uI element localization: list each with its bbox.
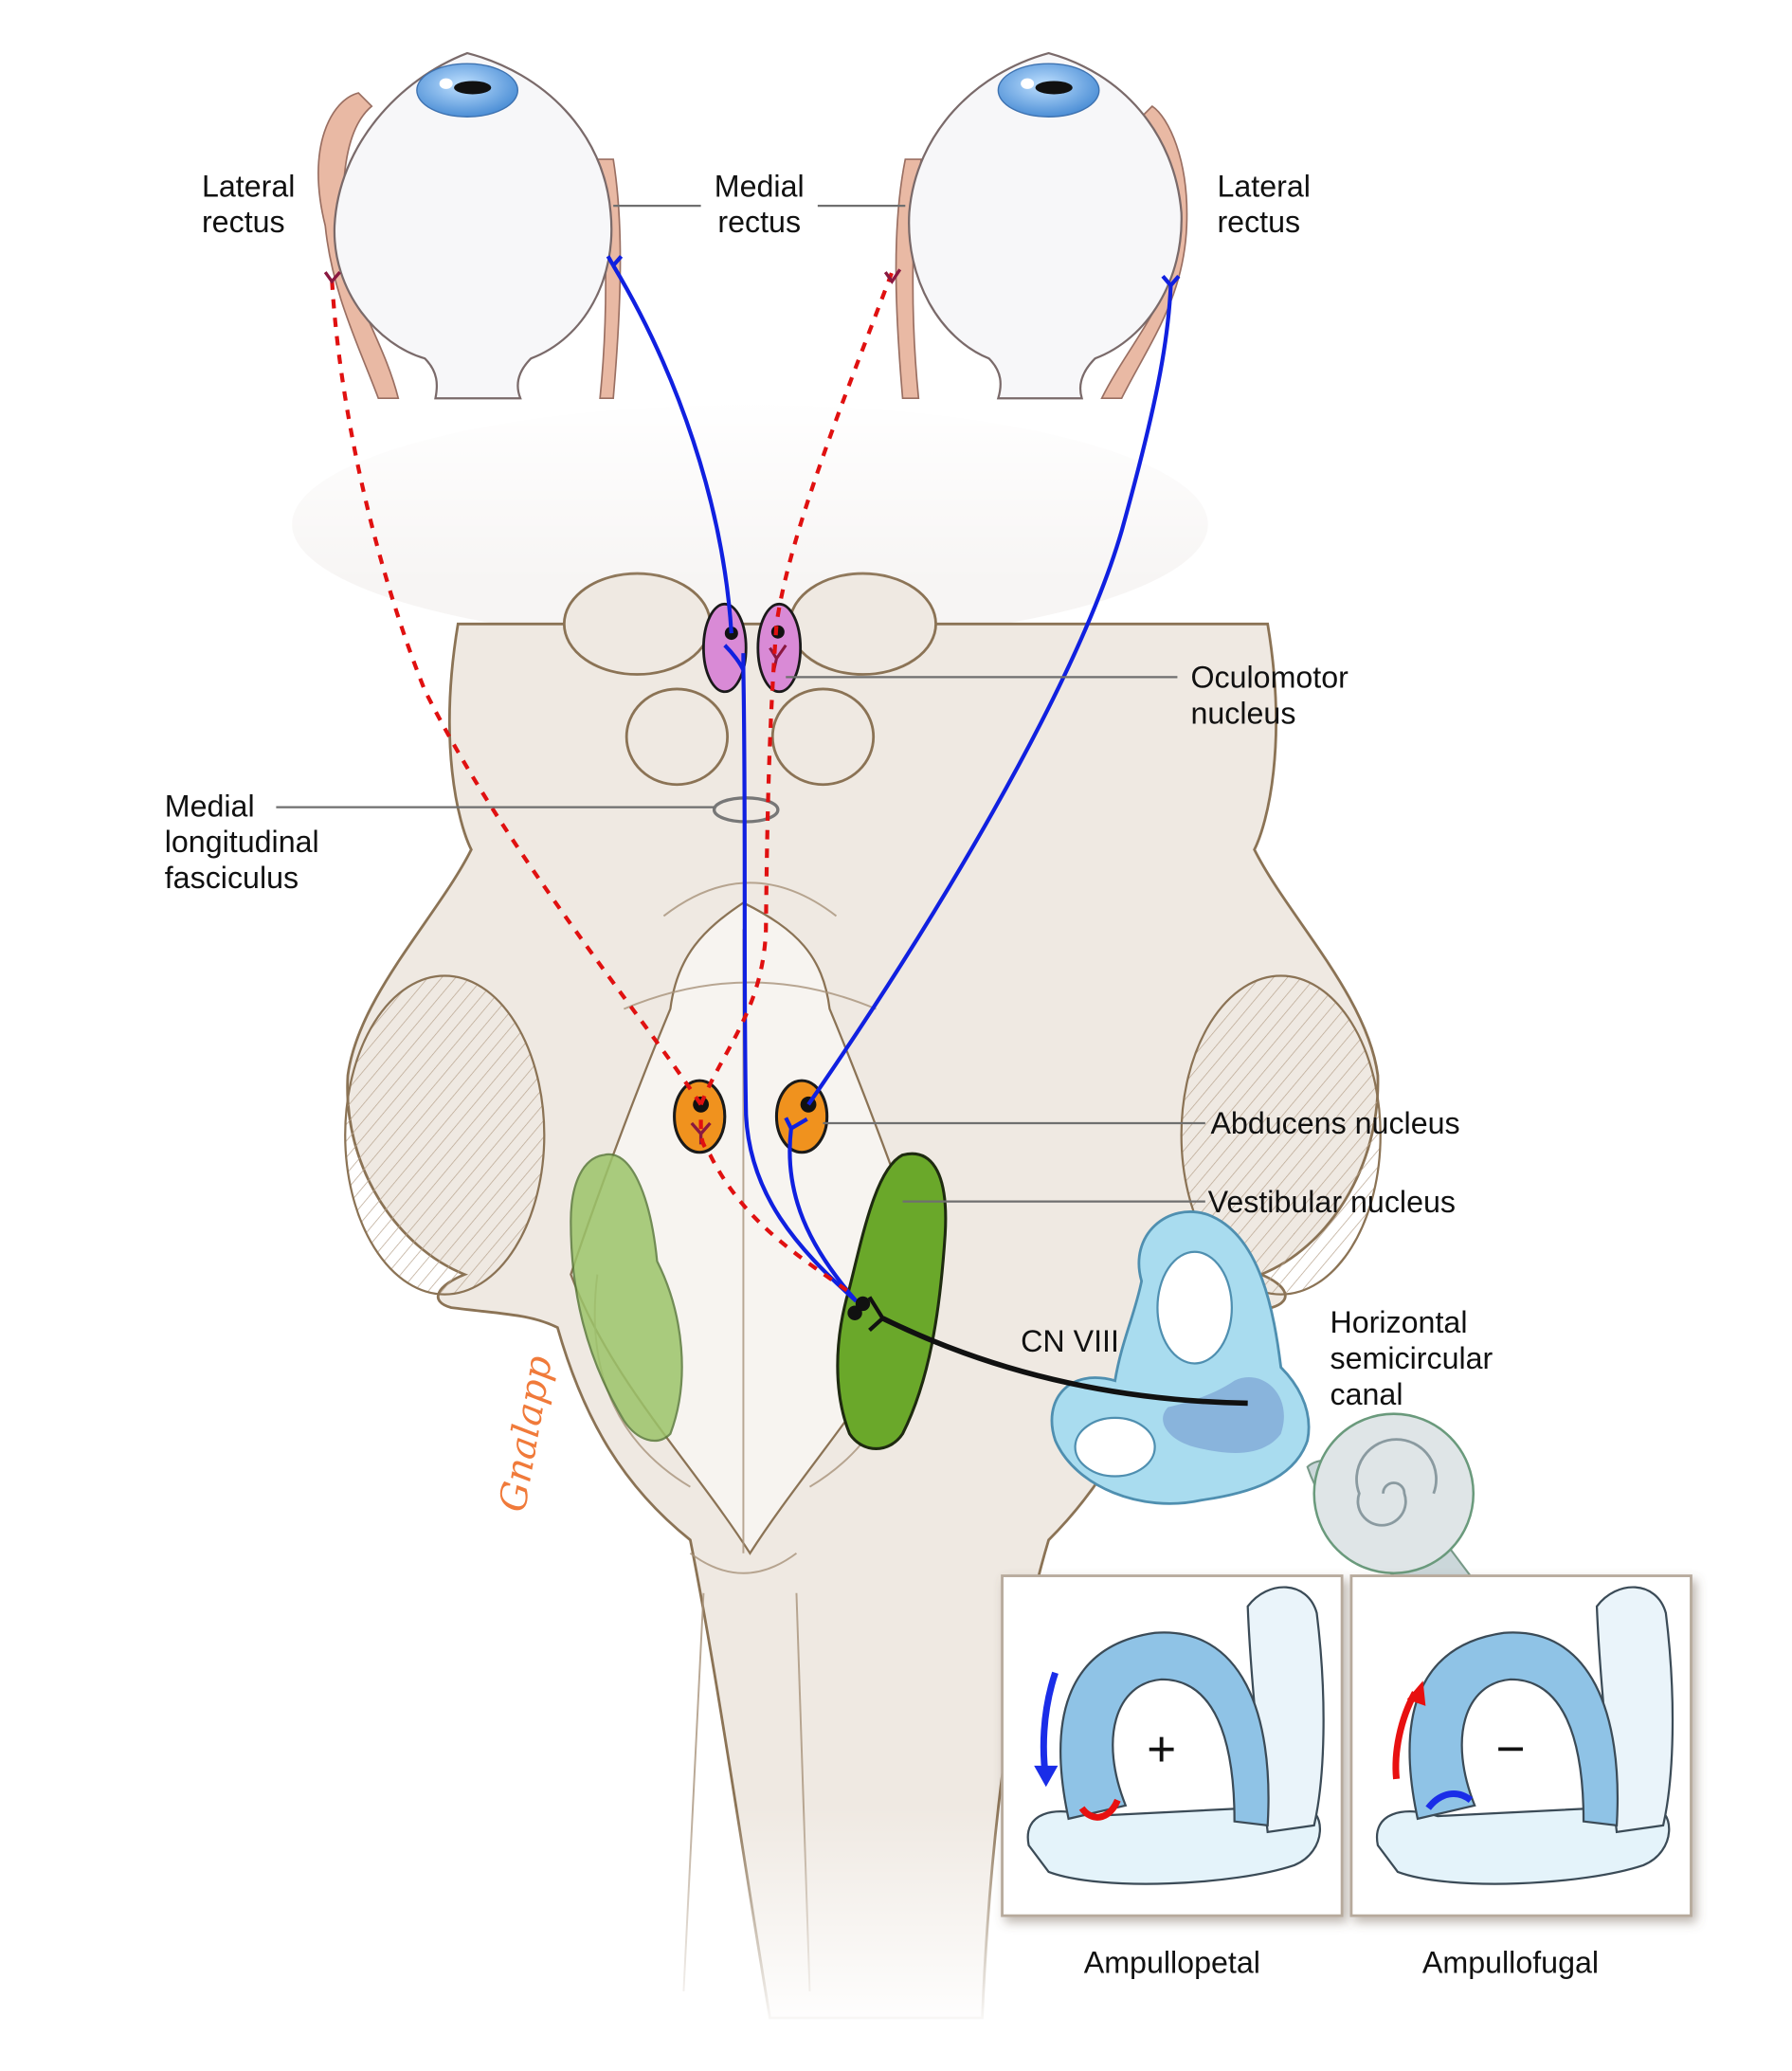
svg-text:canal: canal [1330, 1377, 1403, 1411]
sign-minus: − [1495, 1721, 1525, 1777]
excitatory-pathways [606, 254, 1181, 1303]
svg-text:rectus: rectus [717, 205, 801, 239]
svg-text:longitudinal: longitudinal [165, 825, 319, 859]
vestibular-nucleus-right [836, 1152, 948, 1450]
svg-text:rectus: rectus [202, 205, 285, 239]
svg-text:Abducens nucleus: Abducens nucleus [1210, 1106, 1459, 1140]
svg-text:Medial: Medial [715, 169, 805, 203]
abducens-nucleus-left [673, 1079, 727, 1154]
vestibular-nucleus-left [570, 1153, 683, 1443]
label-horizontal-semicircular-canal: Horizontal semicircular canal [1330, 1305, 1493, 1411]
left-eye [317, 51, 622, 400]
svg-text:Vestibular nucleus: Vestibular nucleus [1208, 1185, 1456, 1219]
svg-text:Oculomotor: Oculomotor [1190, 661, 1349, 695]
canal-ampullopetal: + [1026, 1586, 1325, 1885]
label-lateral-rectus-left: Lateral rectus [202, 169, 295, 239]
label-cn-viii: CN VIII [1021, 1324, 1119, 1358]
svg-text:fasciculus: fasciculus [165, 861, 299, 895]
svg-text:Horizontal: Horizontal [1330, 1305, 1468, 1339]
svg-text:rectus: rectus [1217, 205, 1300, 239]
oculomotor-nucleus-right [756, 602, 803, 694]
inner-ear [1050, 1210, 1475, 1608]
sign-plus: + [1147, 1721, 1176, 1777]
label-abducens-nucleus: Abducens nucleus [823, 1106, 1460, 1140]
svg-text:Medial: Medial [165, 789, 255, 823]
cn-viii-nerve [847, 1296, 1248, 1407]
svg-text:Lateral: Lateral [202, 169, 295, 203]
label-mlf: Medial longitudinal fasciculus [165, 789, 715, 895]
cupula-blue [1425, 1790, 1474, 1810]
right-eye [895, 51, 1188, 400]
svg-text:Gnalapp: Gnalapp [492, 1353, 561, 1515]
label-vestibular-nucleus: Vestibular nucleus [902, 1185, 1456, 1219]
svg-text:semicircular: semicircular [1330, 1341, 1493, 1375]
label-lateral-rectus-right: Lateral rectus [1217, 169, 1310, 239]
caption-ampullopetal: Ampullopetal [1084, 1945, 1260, 1979]
svg-text:Lateral: Lateral [1217, 169, 1310, 203]
label-medial-rectus: Medial rectus [613, 169, 906, 239]
inhibitory-pathways [323, 268, 902, 1293]
canal-ampullofugal: − [1375, 1586, 1674, 1885]
caption-ampullofugal: Ampullofugal [1422, 1945, 1599, 1979]
label-oculomotor-nucleus: Oculomotor nucleus [786, 661, 1349, 730]
artist-signature: Gnalapp [492, 1353, 561, 1515]
svg-text:nucleus: nucleus [1190, 696, 1295, 730]
cupula-red [1078, 1798, 1121, 1821]
endolymph-arrow-up-icon [1392, 1691, 1419, 1780]
